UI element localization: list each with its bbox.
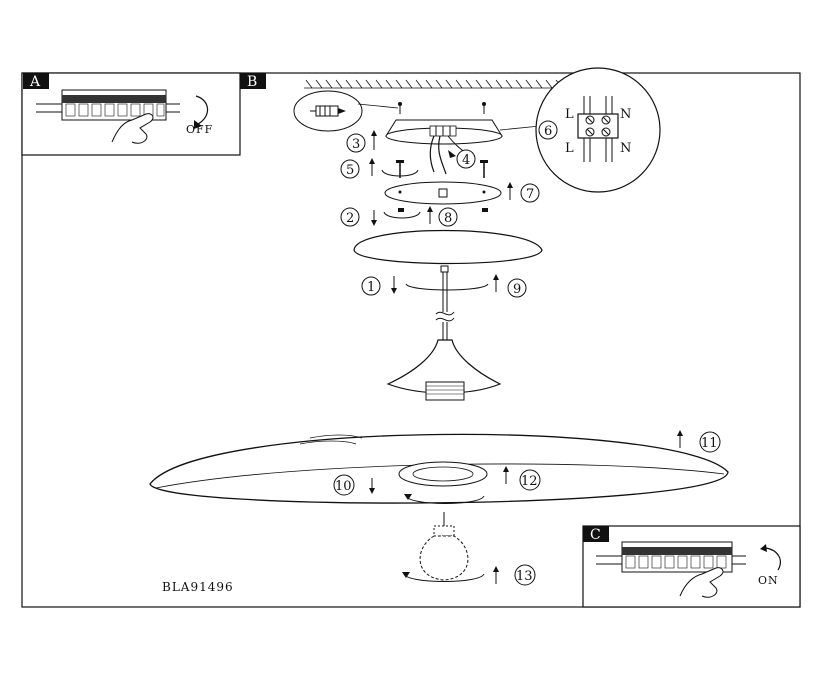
step-badge-2 [340, 207, 360, 227]
step-11-text: 11 [701, 436, 718, 451]
terminal-live-bottom: L [565, 141, 574, 156]
panel-b-label: B [247, 74, 257, 90]
bulb-icon [419, 512, 469, 581]
arrow-head-icon [760, 544, 767, 552]
panel-a-label: A [29, 74, 41, 90]
step-badge-8 [438, 207, 458, 227]
screw-icon [482, 102, 486, 114]
step-badge-10 [333, 474, 355, 496]
lamp-shade [149, 433, 729, 504]
step-badge-3 [346, 133, 366, 153]
step-badge-1 [361, 276, 381, 296]
step-badge-7 [520, 183, 540, 203]
panel-b-frame [21, 72, 801, 608]
screw-icon [480, 160, 488, 178]
wall-plug-icon [310, 105, 346, 117]
circuit-breaker-icon [596, 541, 746, 573]
panel-c-label-box [583, 526, 609, 542]
step-7-text: 7 [526, 187, 534, 202]
rotate-arrow-icon [765, 547, 781, 571]
model-code: BLA91496 [162, 580, 234, 594]
step-4-text: 4 [462, 153, 470, 168]
switch-off-text: OFF [186, 123, 213, 136]
step-12-text: 12 [521, 474, 538, 489]
step-9-text: 9 [513, 282, 521, 297]
screw-icon [398, 102, 402, 114]
hand-icon [111, 113, 154, 144]
step-10-text: 10 [335, 479, 352, 494]
canopy [353, 229, 543, 265]
wire [438, 135, 447, 175]
step-badge-9 [507, 278, 527, 298]
arrow-head-icon [194, 120, 202, 129]
hand-icon [679, 567, 724, 598]
ceiling-hatch [304, 79, 568, 89]
screw-icon [396, 160, 404, 178]
step-3-text: 3 [352, 137, 360, 152]
arrow-head-icon [404, 494, 412, 500]
panel-a-label-box [23, 73, 49, 89]
arrow-head-icon [402, 572, 410, 578]
step-6-text: 6 [544, 124, 552, 139]
step-badge-4 [456, 149, 476, 169]
step-5-text: 5 [346, 163, 354, 178]
step-1-text: 1 [367, 280, 375, 295]
terminal-neutral-bottom: N [620, 141, 631, 156]
step-badge-5 [340, 159, 360, 179]
lamp-holder [386, 339, 502, 401]
step-2-text: 2 [346, 211, 354, 226]
terminal-neutral-top: N [620, 107, 631, 122]
step-13-text: 13 [516, 569, 533, 584]
rotate-arrow-icon [403, 573, 485, 582]
rotate-arrow-icon [383, 211, 421, 219]
rotate-arrow-icon [405, 495, 485, 504]
terminal-live-top: L [565, 107, 574, 122]
step-badge-13 [514, 564, 536, 586]
step-8-text: 8 [444, 211, 452, 226]
terminal-block-icon [577, 96, 619, 162]
circuit-breaker-icon [36, 89, 180, 121]
rotate-arrow-icon [195, 95, 209, 125]
step-badge-12 [519, 469, 541, 491]
panel-c-label: C [590, 527, 601, 543]
step-badge-6 [538, 120, 558, 140]
wire [429, 135, 435, 173]
suspension-rod [435, 265, 455, 340]
ceiling-mount [385, 119, 503, 145]
panel-b-label-box [240, 73, 266, 89]
step-badge-11 [699, 431, 721, 453]
switch-on-text: ON [758, 574, 779, 587]
